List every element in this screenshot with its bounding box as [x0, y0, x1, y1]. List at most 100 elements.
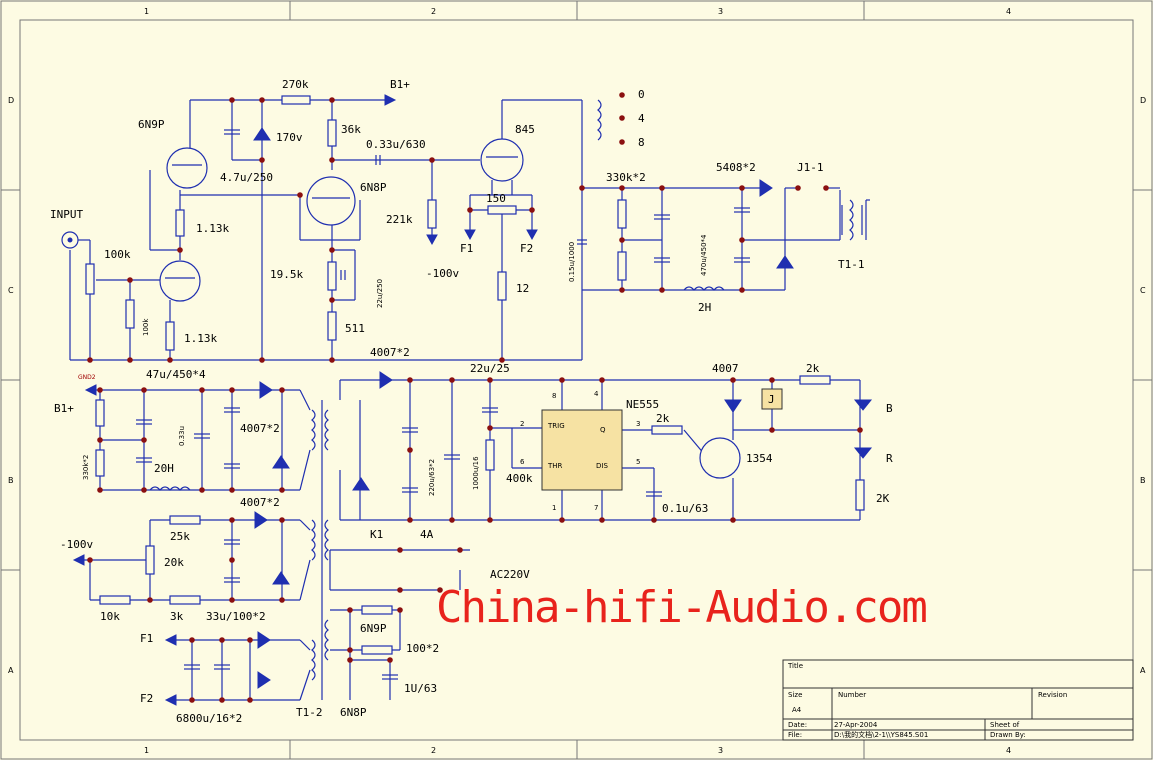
label-400k: 400k	[506, 472, 533, 485]
resistor-330k	[617, 199, 627, 229]
label-4007x2: 4007*2	[370, 346, 410, 359]
col-label: 1	[144, 7, 149, 16]
tube-6n9p	[166, 147, 208, 189]
file-value: D:\我的文档\2-1\\YS845.S01	[834, 730, 928, 739]
label-170v: 170v	[276, 131, 303, 144]
resistor-25k	[169, 515, 201, 525]
label-511: 511	[345, 322, 365, 335]
resistor-2k-led	[855, 479, 865, 511]
label-input: INPUT	[50, 208, 83, 221]
label-113k: 1.13k	[196, 222, 229, 235]
power-transformer-b	[311, 519, 316, 561]
b1-arrow-b	[84, 384, 97, 396]
date-value: 27-Apr-2004	[834, 721, 878, 729]
label-6n8p-b: 6N8P	[340, 706, 367, 719]
resistor-12	[497, 271, 507, 301]
label-1u63: 1U/63	[404, 682, 437, 695]
label-01u63: 0.1u/63	[662, 502, 708, 515]
resistor-1-13k	[175, 209, 185, 237]
label-ne555: NE555	[626, 398, 659, 411]
size-value: A4	[792, 706, 802, 714]
row-label: B	[8, 476, 14, 485]
row-label: C	[8, 286, 14, 295]
label-b1plus: B1+	[390, 78, 410, 91]
resistor-2k	[799, 375, 831, 385]
label-f2-b: F2	[140, 692, 153, 705]
resistors	[85, 95, 627, 351]
power-primary-b	[324, 519, 329, 561]
label-36k: 36k	[341, 123, 361, 136]
col-label: 2	[431, 746, 436, 755]
resistor-330k-b	[617, 251, 627, 281]
label-150: 150	[486, 192, 506, 205]
ic-pin-6: 6	[520, 458, 525, 466]
label-f2: F2	[520, 242, 533, 255]
label-4007x2-b: 4007*2	[240, 422, 280, 435]
ic-pin-2: 2	[520, 420, 524, 428]
watermark-text: China-hifi-Audio.com	[436, 582, 928, 633]
size-label: Size	[788, 691, 802, 699]
resistor-19-5k	[327, 261, 337, 291]
tube-6n9p-b	[159, 260, 201, 302]
col-label: 2	[431, 7, 436, 16]
resistor-221k	[427, 199, 437, 229]
transformer-t1-1	[849, 199, 854, 241]
label-33u100: 33u/100*2	[206, 610, 266, 623]
label-led-r: R	[886, 452, 893, 465]
label-20h: 20H	[154, 462, 174, 475]
label-033u630: 0.33u/630	[366, 138, 426, 151]
col-label: 4	[1006, 7, 1011, 16]
file-label: File:	[788, 731, 802, 739]
ic-pin-7: 7	[594, 504, 598, 512]
label-1000u16: 1000u/16	[472, 456, 480, 490]
input-jack-pin	[67, 237, 73, 243]
diode-4007-d	[272, 571, 290, 585]
ic-pin-dis: DIS	[596, 462, 608, 470]
label-195k: 19.5k	[270, 268, 303, 281]
number-label: Number	[838, 691, 866, 699]
diode-5408-b	[776, 255, 794, 269]
label-gnd2: GND2	[78, 374, 96, 381]
transformers	[149, 99, 854, 700]
diodes	[253, 127, 873, 689]
label-f1-b: F1	[140, 632, 153, 645]
label-845: 845	[515, 123, 535, 136]
relay-j	[761, 388, 783, 410]
label-12: 12	[516, 282, 529, 295]
label-j1-1: J1-1	[797, 161, 824, 174]
resistor-100k	[125, 299, 135, 329]
label-47u450: 47u/450*4	[146, 368, 206, 381]
ic-pin-3: 3	[636, 420, 640, 428]
row-label: D	[1140, 96, 1146, 105]
label-25k: 25k	[170, 530, 190, 543]
label-6n9p-b: 6N9P	[360, 622, 387, 635]
label-100k-v: 100k	[142, 318, 150, 336]
label-221k: 221k	[386, 213, 413, 226]
label-b1plus-b: B1+	[54, 402, 74, 415]
tube-845	[480, 138, 524, 182]
label-015u1000: 0.15u/1000	[568, 242, 576, 282]
drawn-by-label: Drawn By:	[990, 731, 1026, 739]
label-ac220v: AC220V	[490, 568, 530, 581]
f1-arrow-b	[164, 634, 177, 646]
resistor-100-a	[361, 605, 393, 615]
label-4007: 4007	[712, 362, 739, 375]
resistor-2k-base	[651, 425, 683, 435]
potentiometer-20k	[145, 545, 155, 575]
ic-pin-4: 4	[594, 390, 599, 398]
row-label: A	[1140, 666, 1146, 675]
resistor-511	[327, 311, 337, 341]
label-4007x2-c: 4007*2	[240, 496, 280, 509]
transistor-1354	[699, 437, 741, 479]
title-label: Title	[787, 662, 803, 670]
label-6n9p: 6N9P	[138, 118, 165, 131]
label-10k: 10k	[100, 610, 120, 623]
row-label: C	[1140, 286, 1146, 295]
minus100-arrow	[426, 234, 438, 246]
label-6n8p: 6N8P	[360, 181, 387, 194]
col-label: 4	[1006, 746, 1011, 755]
potentiometer-150	[487, 205, 517, 215]
resistor-10k	[99, 595, 131, 605]
